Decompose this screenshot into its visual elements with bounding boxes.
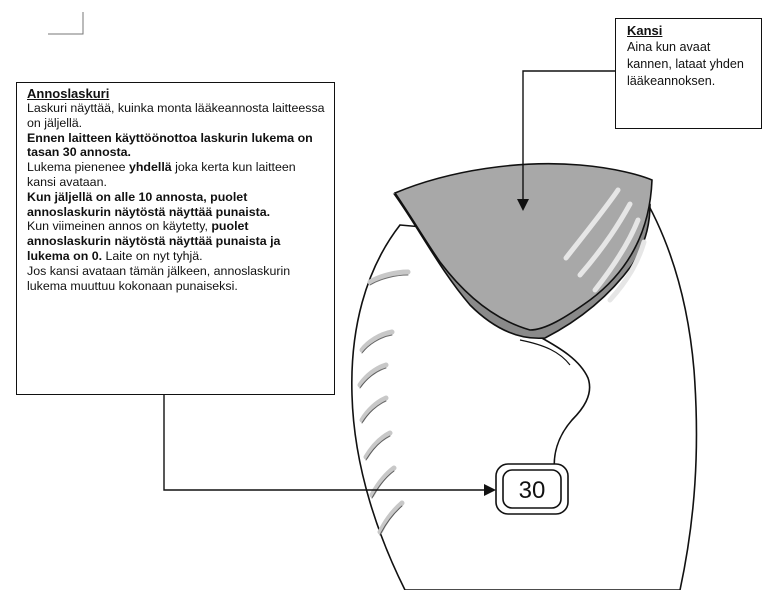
corner-mark [48, 12, 84, 35]
annoslaskuri-line5-post: Laite on nyt tyhjä. [102, 248, 203, 263]
annoslaskuri-line3: Lukema pienenee yhdellä joka kerta kun l… [27, 160, 326, 190]
annoslaskuri-line3-pre: Lukema pienenee [27, 160, 129, 175]
annoslaskuri-line5-pre: Kun viimeinen annos on käytetty, [27, 219, 212, 234]
annoslaskuri-line5: Kun viimeinen annos on käytetty, puolet … [27, 219, 326, 263]
annoslaskuri-callout: Annoslaskuri Laskuri näyttää, kuinka mon… [16, 82, 335, 395]
annoslaskuri-arrowhead [484, 484, 496, 496]
annoslaskuri-line3-bold: yhdellä [128, 160, 172, 175]
annoslaskuri-line6: Jos kansi avataan tämän jälkeen, annosla… [27, 263, 291, 293]
annoslaskuri-line2: Ennen laitteen käyttöönottoa laskurin lu… [27, 130, 313, 160]
dose-counter: 30 [495, 463, 569, 515]
kansi-callout: Kansi Aina kun avaat kannen, lataat yhde… [615, 18, 762, 129]
grip-ridges [357, 269, 411, 535]
cap-hinge [539, 336, 591, 476]
annoslaskuri-line4: Kun jäljellä on alle 10 annosta, puolet … [27, 189, 271, 219]
annoslaskuri-line1: Laskuri näyttää, kuinka monta lääkeannos… [27, 101, 325, 130]
kansi-title: Kansi [627, 23, 663, 38]
dose-counter-value: 30 [519, 477, 546, 504]
annoslaskuri-leader-line [163, 395, 488, 491]
annoslaskuri-title: Annoslaskuri [27, 86, 110, 101]
kansi-text: Aina kun avaat kannen, lataat yhden lääk… [627, 40, 744, 88]
cap-top [393, 162, 653, 331]
cap-ridges [563, 187, 647, 303]
annoslaskuri-line3-post: joka kerta kun laitteen kansi avataan. [27, 160, 296, 189]
kansi-leader-line [522, 70, 615, 202]
kansi-arrowhead [517, 199, 529, 211]
annoslaskuri-line5-bold: puolet annoslaskurin näytöstä näyttää pu… [27, 219, 281, 263]
